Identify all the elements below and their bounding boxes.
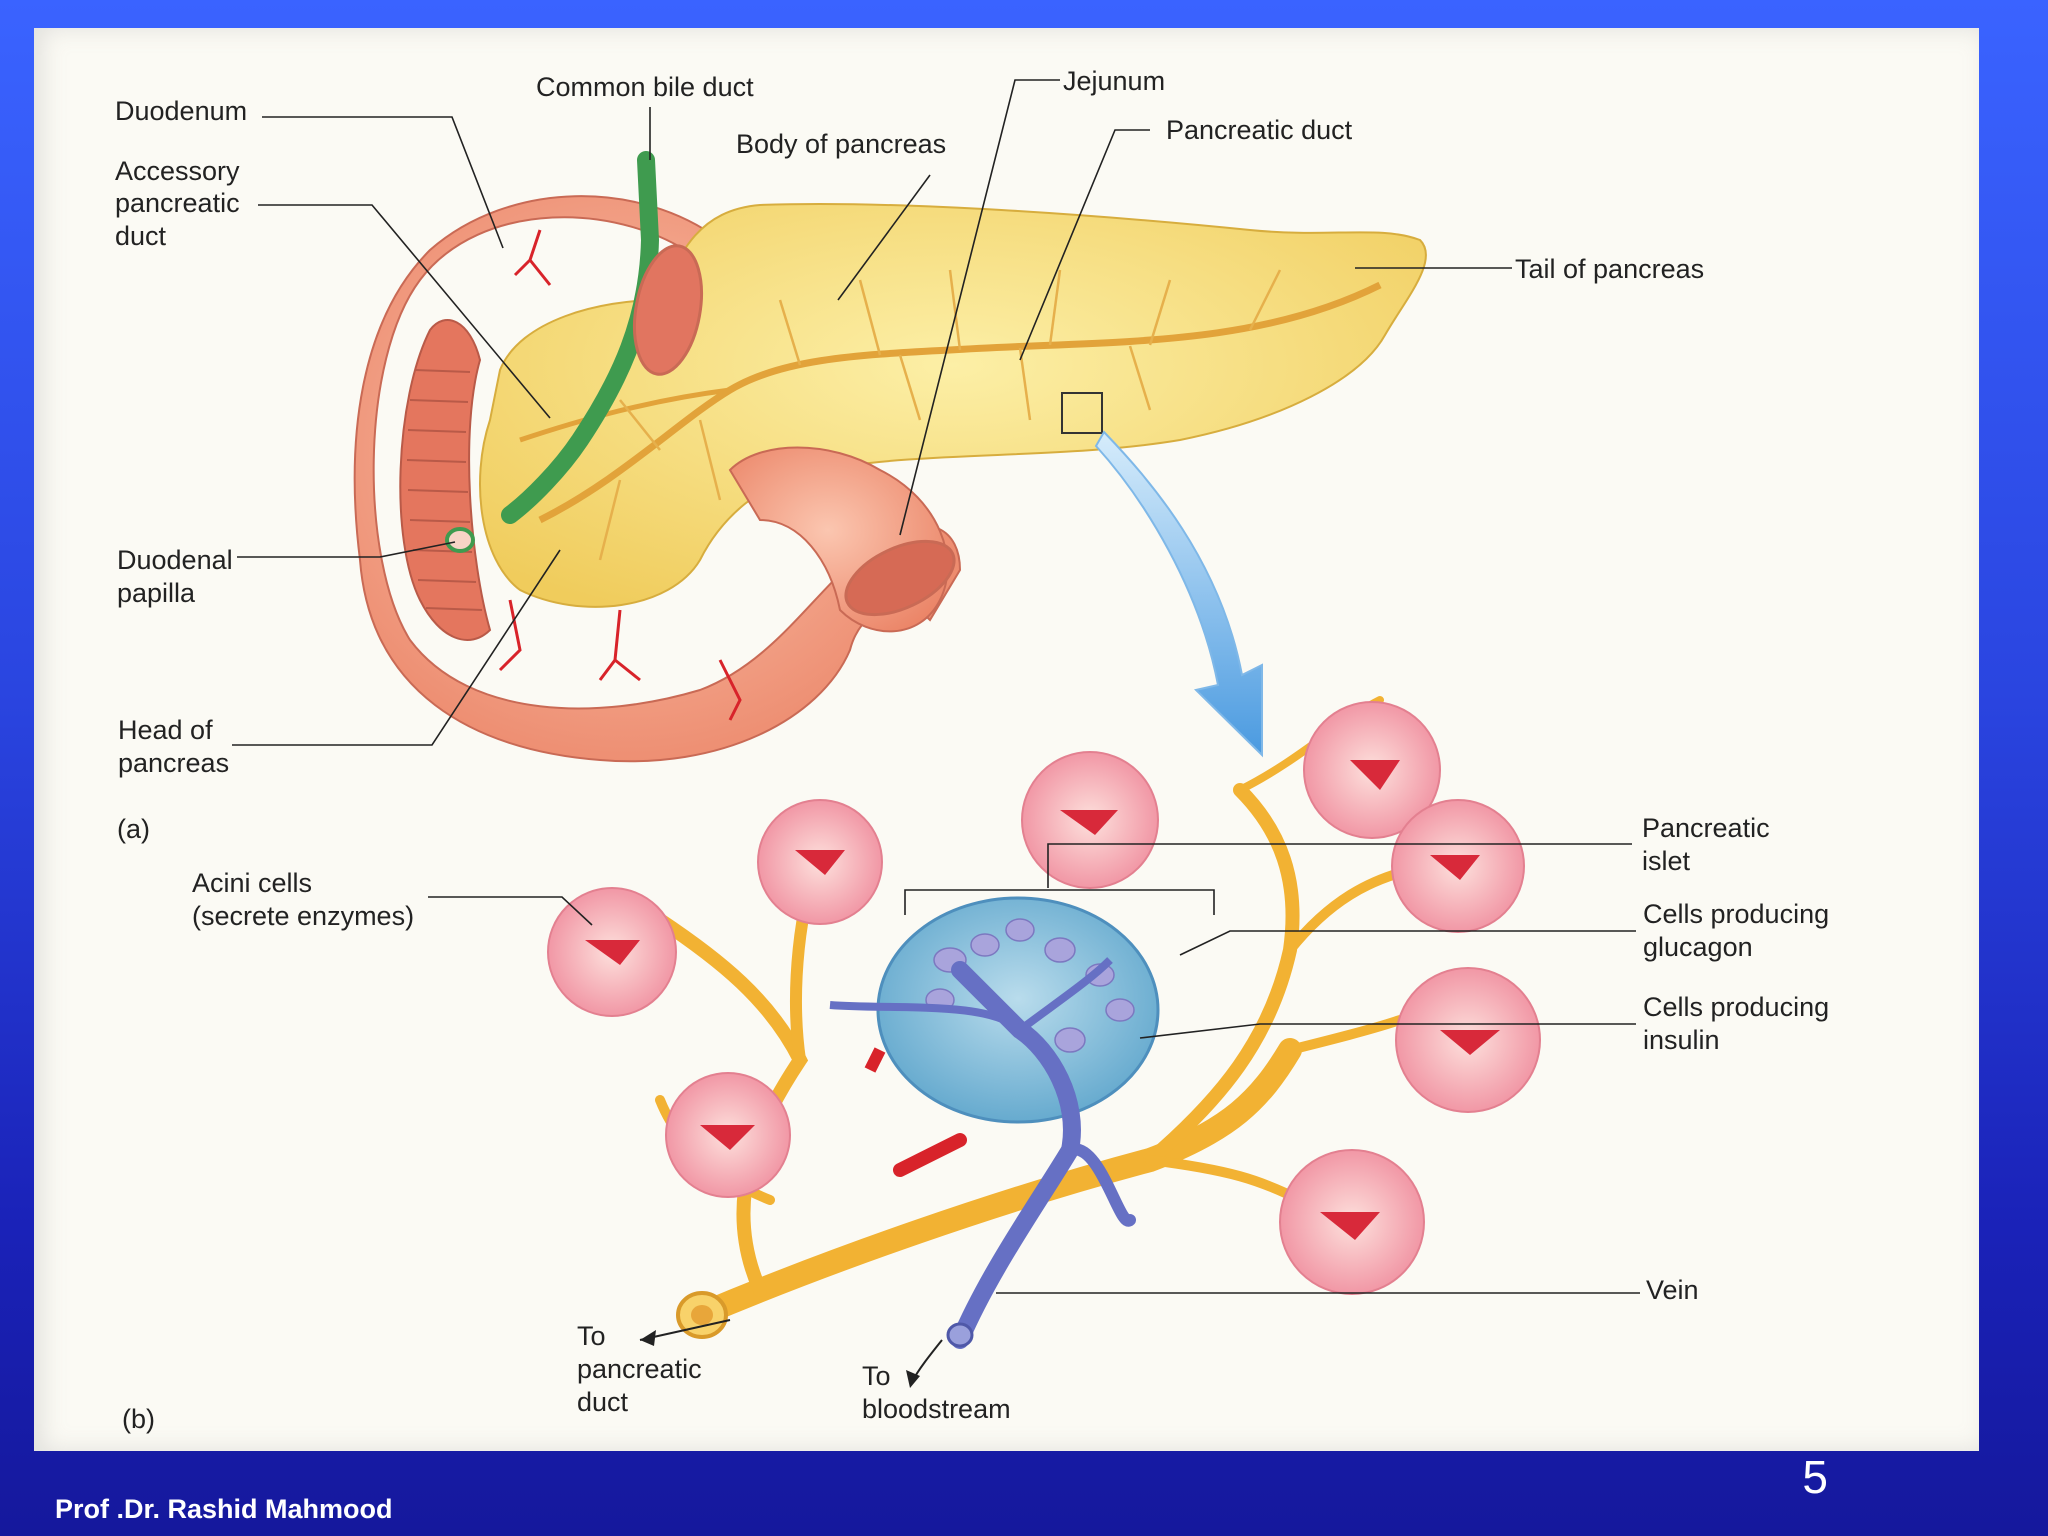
mucosa-folds [406,369,483,611]
panel-a-tag: (a) [117,814,150,844]
to-duct-arrowhead [640,1330,656,1346]
acini-clusters [547,701,1541,1295]
label-glucagon-line2: glucagon [1643,932,1753,962]
label-body-of-pancreas: Body of pancreas [736,129,946,159]
label-to-duct-line3: duct [577,1387,629,1417]
label-insulin-line1: Cells producing [1643,992,1829,1022]
label-insulin-line2: insulin [1643,1025,1720,1055]
pancreas-anatomy-diagram: Duodenum Common bile duct Jejunum Body o… [115,66,1829,1434]
pancreatic-duct-main [538,281,1382,524]
label-head-of-pancreas-line2: pancreas [118,748,229,778]
acinus [1391,799,1525,933]
label-accessory-line3: duct [115,221,167,251]
acinus [1303,701,1441,839]
label-pancreatic-islet-line1: Pancreatic [1642,813,1770,843]
label-accessory-line1: Accessory [115,156,240,186]
label-accessory-line2: pancreatic [115,188,240,218]
label-vein: Vein [1646,1275,1699,1305]
label-jejunum: Jejunum [1063,66,1165,96]
label-head-of-pancreas-line1: Head of [118,715,213,745]
acinus [1021,751,1159,889]
label-to-duct-line2: pancreatic [577,1354,702,1384]
vein-cut-end [946,1322,974,1348]
acinus [665,1072,791,1198]
acinus [757,799,883,925]
duodenal-papilla [445,527,475,553]
label-duodenal-papilla-line2: papilla [117,578,196,608]
duct-lumen [691,1305,713,1325]
vein [951,961,1081,1349]
magnification-arrow [1094,430,1263,758]
pancreatic-duct-branches [598,269,1282,561]
vein-branch [829,1001,1023,1034]
panel-b-leader-lines [428,843,1640,1294]
duodenum-cut-end [633,244,703,376]
panel-b-tag: (b) [122,1404,155,1434]
label-glucagon-line1: Cells producing [1643,899,1829,929]
label-common-bile-duct: Common bile duct [536,72,754,102]
magnification-box [1061,392,1103,434]
panel-a-illustration [353,151,1427,763]
label-to-bloodstream-line2: bloodstream [862,1394,1011,1424]
label-pancreatic-duct: Pancreatic duct [1166,115,1353,145]
label-to-duct-line1: To [577,1321,606,1351]
artery [893,1133,967,1177]
pancreas [479,203,1427,608]
slide-content-panel: Duodenum Common bile duct Jejunum Body o… [34,28,1979,1451]
panel-b-illustration [547,696,1541,1388]
label-acini-line2: (secrete enzymes) [192,901,414,931]
to-bloodstream-arrowhead [906,1370,920,1388]
label-acini-line1: Acini cells [192,868,312,898]
panel-b-labels: Acini cells (secrete enzymes) Pancreatic… [122,813,1829,1434]
panel-a-labels: Duodenum Common bile duct Jejunum Body o… [115,66,1704,844]
jejunum-cut-end [844,539,956,617]
label-tail-of-pancreas: Tail of pancreas [1515,254,1704,284]
artery [864,1047,886,1073]
glucagon-cells [925,918,1135,1053]
acinus [547,887,677,1017]
vein-branch [1064,1143,1136,1227]
label-duodenal-papilla-line1: Duodenal [117,545,233,575]
panel-a-leader-lines [232,79,1512,746]
duodenum [353,195,962,763]
accessory-pancreatic-duct-path [519,387,731,443]
label-pancreatic-islet-line2: islet [1642,846,1691,876]
slide-footer-author: Prof .Dr. Rashid Mahmood [55,1494,393,1524]
duodenum-vessels [498,229,742,721]
acinus [1279,1149,1425,1295]
label-duodenum: Duodenum [115,96,247,126]
label-to-bloodstream-line1: To [862,1361,891,1391]
vein-branch [1017,957,1113,1034]
slide-page-number: 5 [1802,1451,1828,1503]
duodenum-mucosa [399,319,492,641]
acinus [1395,967,1541,1113]
